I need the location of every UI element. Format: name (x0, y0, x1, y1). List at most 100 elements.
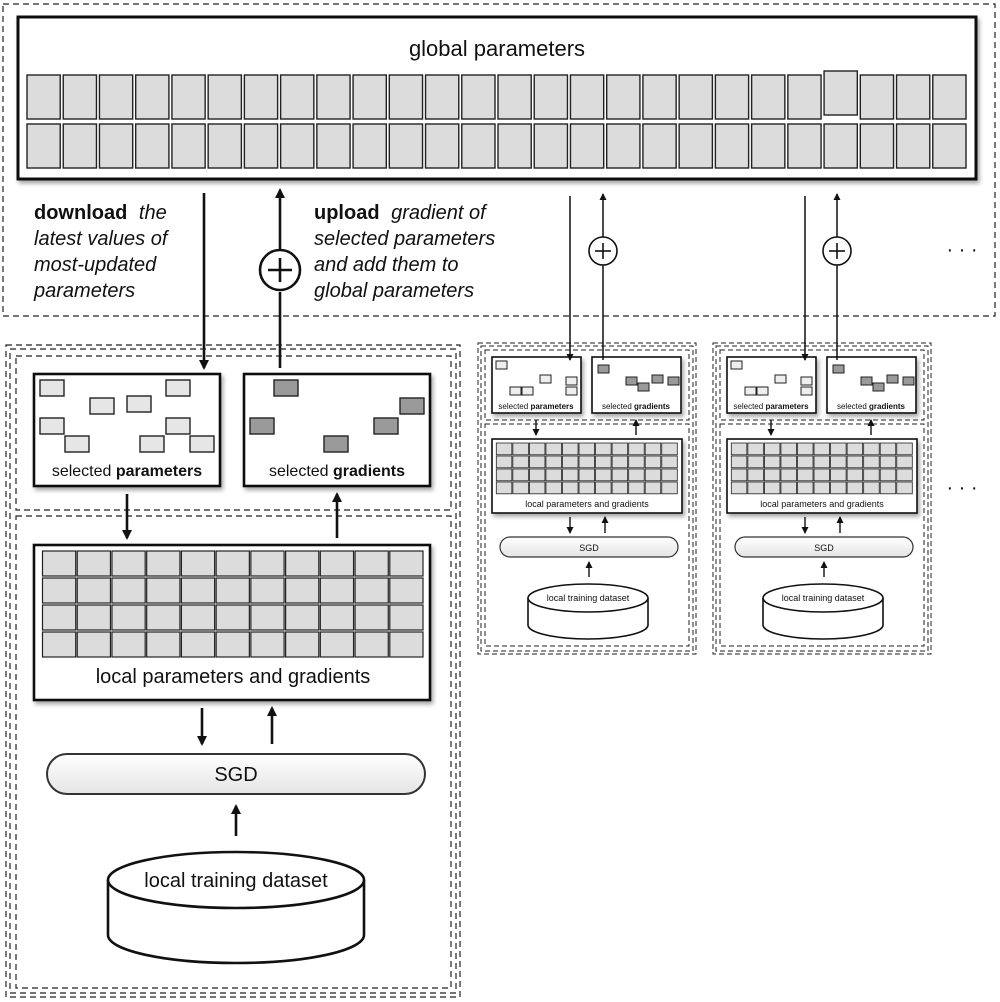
local-param-cell (319, 631, 355, 658)
selected-gradient-cell (373, 417, 399, 435)
small-local-param-cell (578, 468, 595, 482)
small2-sgd-label: SGD (814, 543, 834, 553)
small-local-param-cell (545, 442, 562, 456)
small-local-param-cell (661, 442, 678, 456)
participant-main-selection-region (15, 355, 452, 511)
global-param-cell (678, 123, 714, 169)
local-param-cell (41, 550, 77, 577)
small2-parameters-word: parameters (765, 402, 809, 411)
small-local-param-cell (896, 468, 913, 482)
global-param-cell (207, 74, 243, 120)
selected-gradient-cell (273, 379, 299, 397)
global-param-cell (134, 74, 170, 120)
server-dashed-region (2, 3, 996, 317)
global-param-cell (461, 123, 496, 169)
small-gradient-cell (667, 376, 680, 386)
local-param-cell (76, 631, 112, 658)
small-local-param-cell (846, 442, 864, 456)
global-param-cell (678, 74, 714, 120)
download-rest: the (139, 202, 167, 224)
global-parameter-grid (26, 70, 967, 169)
small2-dataset-label: local training dataset (782, 593, 865, 603)
global-param-cell (26, 123, 61, 169)
small1-sgd-pill (499, 536, 679, 558)
selected-gradient-cell (249, 417, 275, 435)
participant-main-outer-inner (9, 348, 457, 994)
small-local-param-cell (830, 442, 847, 456)
small-local-param-cell (512, 468, 529, 482)
global-param-cell (424, 123, 460, 169)
small-local-param-cell (797, 468, 814, 482)
small-param-cell (774, 374, 787, 384)
small1-selected-prefix: selected (602, 402, 632, 411)
local-param-cell (284, 631, 320, 658)
small-local-param-cell (730, 442, 748, 456)
global-param-cell (62, 123, 98, 169)
local-param-cell (284, 577, 320, 604)
small1-selected-gradients-label: selected gradients (602, 402, 671, 411)
small-gradient-cell (625, 376, 638, 386)
global-param-cell (569, 123, 605, 169)
small2-selected-gradient-cells (832, 364, 915, 392)
small2-selected-parameters-label: selected parameters (733, 402, 809, 411)
small-local-param-cell (644, 481, 662, 495)
small2-local-parameters-label: local parameters and gradients (760, 499, 884, 509)
small-local-param-cell (763, 468, 781, 482)
small-local-param-cell (495, 442, 513, 456)
local-param-cell (354, 604, 389, 631)
small-gradient-cell (597, 364, 610, 374)
small-local-param-cell (661, 455, 678, 469)
small-local-param-cell (730, 468, 748, 482)
small-local-param-cell (896, 481, 913, 495)
small-gradient-cell (886, 374, 899, 384)
participant-small-2: selected parameters selected gradients l… (712, 342, 932, 655)
global-param-cell (352, 74, 388, 120)
local-param-cell (111, 604, 146, 631)
upload-rest: gradient of (391, 202, 488, 224)
sgd-pill (46, 753, 426, 795)
small-local-param-cell (628, 442, 645, 456)
small-local-param-cell (879, 468, 897, 482)
small-local-param-cell (578, 442, 595, 456)
global-param-cell (461, 74, 496, 120)
global-param-cell (787, 74, 822, 120)
local-param-cell (284, 604, 320, 631)
global-param-cell (895, 123, 931, 169)
local-param-cell (250, 550, 285, 577)
local-param-cell (76, 604, 112, 631)
global-param-cell (569, 74, 605, 120)
selected-param-cell (189, 435, 215, 453)
small-local-param-cell (562, 442, 579, 456)
small-local-param-cell (896, 455, 913, 469)
global-param-cell (352, 123, 388, 169)
small-local-param-cell (512, 442, 529, 456)
local-param-cell (250, 631, 285, 658)
small-param-cell (521, 386, 534, 396)
participant-small-1: selected parameters selected gradients l… (477, 342, 697, 655)
small-param-cell (509, 386, 522, 396)
local-param-cell (319, 550, 355, 577)
global-param-cell (714, 74, 750, 120)
small-param-cell (800, 386, 813, 396)
local-param-cell (215, 631, 250, 658)
local-param-cell (354, 577, 389, 604)
local-parameters-label: local parameters and gradients (96, 666, 371, 688)
upload-bold: upload (314, 202, 380, 224)
local-param-cell (146, 604, 181, 631)
small-local-param-cell (863, 481, 880, 495)
small-local-param-cell (846, 481, 864, 495)
selected-param-cell (39, 417, 65, 435)
small-local-param-cell (813, 481, 830, 495)
local-param-cell (389, 631, 424, 658)
small-local-param-cell (595, 468, 612, 482)
local-param-cell (76, 577, 112, 604)
local-param-cell (215, 550, 250, 577)
download-line4: parameters (33, 280, 135, 302)
small-local-param-cell (813, 455, 830, 469)
local-param-cell (41, 577, 77, 604)
selected-param-cell (165, 379, 191, 397)
global-parameters-title: global parameters (409, 36, 585, 61)
global-param-cell (533, 74, 569, 120)
small-gradient-cell (651, 374, 664, 384)
local-param-cell (389, 550, 424, 577)
